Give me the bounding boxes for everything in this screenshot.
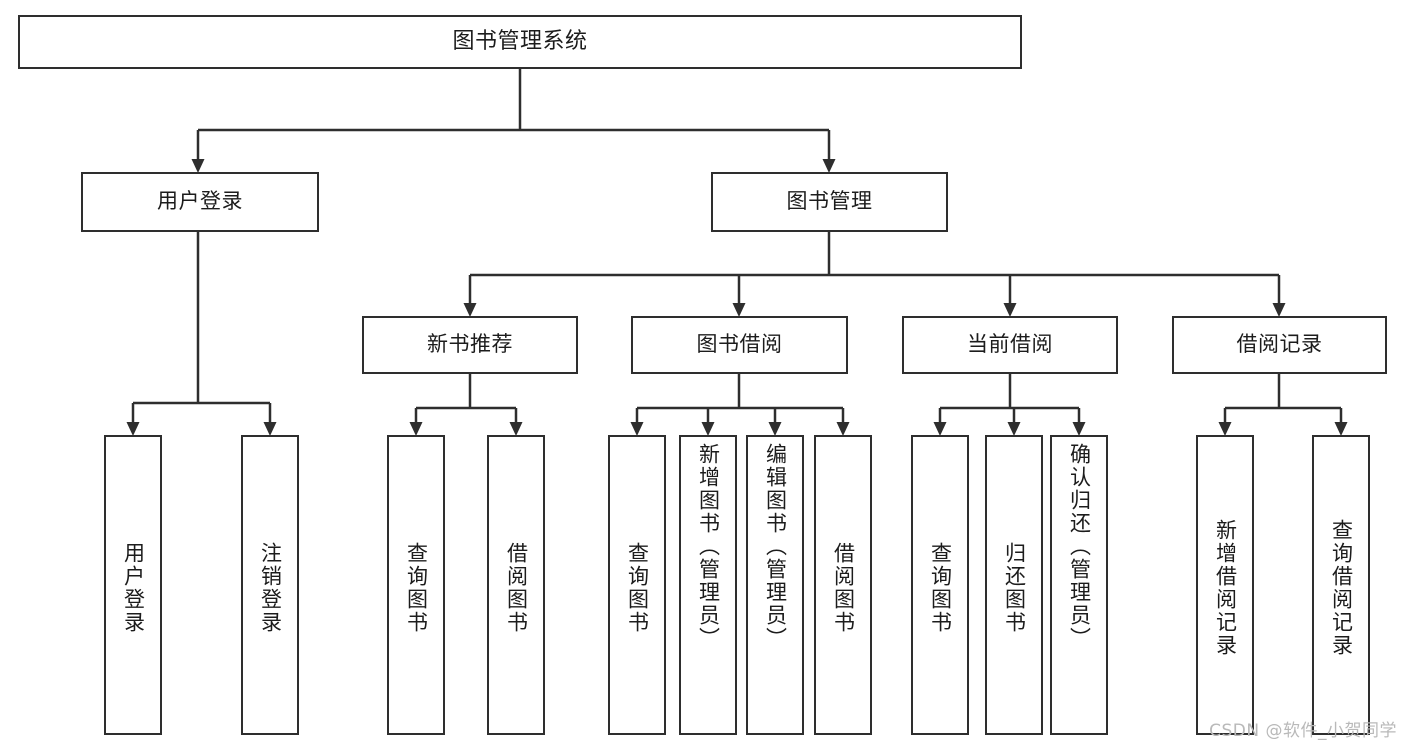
arrow-head-icon: [822, 159, 836, 173]
node-label-current-borrow: 当前借阅: [967, 332, 1053, 357]
node-leaf-confirm-return-admin[interactable]: 确认归还（管理员）: [1050, 435, 1108, 735]
node-leaf-query-borrow-record[interactable]: 查询借阅记录: [1312, 435, 1370, 735]
node-book-borrow[interactable]: 图书借阅: [631, 316, 848, 374]
arrow-head-icon: [836, 422, 850, 436]
node-label-leaf-add-borrow-record: 新增借阅记录: [1213, 519, 1238, 657]
node-label-leaf-logout-login: 注销登录: [258, 542, 283, 634]
node-label-leaf-return-book: 归还图书: [1002, 542, 1027, 634]
node-leaf-add-borrow-record[interactable]: 新增借阅记录: [1196, 435, 1254, 735]
arrow-head-icon: [1272, 303, 1286, 317]
node-label-leaf-confirm-return-admin: 确认归还（管理员）: [1067, 443, 1092, 650]
node-label-root: 图书管理系统: [452, 28, 588, 54]
node-leaf-borrow-book-recommend[interactable]: 借阅图书: [487, 435, 545, 735]
node-label-new-book-recommend: 新书推荐: [427, 332, 513, 357]
node-label-leaf-borrow-book: 借阅图书: [831, 542, 856, 634]
node-borrow-record[interactable]: 借阅记录: [1172, 316, 1387, 374]
node-leaf-borrow-book[interactable]: 借阅图书: [814, 435, 872, 735]
node-book-management[interactable]: 图书管理: [711, 172, 948, 232]
arrow-head-icon: [191, 159, 205, 173]
node-label-leaf-user-login: 用户登录: [121, 542, 146, 634]
node-current-borrow[interactable]: 当前借阅: [902, 316, 1118, 374]
arrow-head-icon: [1218, 422, 1232, 436]
node-label-leaf-borrow-book-recommend: 借阅图书: [504, 542, 529, 634]
arrow-head-icon: [933, 422, 947, 436]
node-root-system[interactable]: 图书管理系统: [18, 15, 1022, 69]
csdn-watermark: CSDN @软件_小贺同学: [1209, 721, 1397, 741]
node-leaf-edit-book-admin[interactable]: 编辑图书（管理员）: [746, 435, 804, 735]
arrow-head-icon: [1007, 422, 1021, 436]
arrow-head-icon: [1072, 422, 1086, 436]
arrow-head-icon: [630, 422, 644, 436]
arrow-head-icon: [126, 422, 140, 436]
node-leaf-query-book-current[interactable]: 查询图书: [911, 435, 969, 735]
arrow-head-icon: [1003, 303, 1017, 317]
node-leaf-add-book-admin[interactable]: 新增图书（管理员）: [679, 435, 737, 735]
arrow-head-icon: [768, 422, 782, 436]
node-leaf-user-login[interactable]: 用户登录: [104, 435, 162, 735]
node-label-book-borrow: 图书借阅: [696, 332, 783, 357]
node-leaf-logout-login[interactable]: 注销登录: [241, 435, 299, 735]
node-label-borrow-record: 借阅记录: [1236, 332, 1323, 357]
arrow-head-icon: [701, 422, 715, 436]
node-label-leaf-query-book-current: 查询图书: [928, 542, 953, 634]
arrow-head-icon: [409, 422, 423, 436]
node-label-leaf-add-book-admin: 新增图书（管理员）: [696, 443, 721, 650]
node-label-leaf-edit-book-admin: 编辑图书（管理员）: [763, 443, 788, 650]
node-label-user-login: 用户登录: [157, 189, 243, 214]
arrow-head-icon: [463, 303, 477, 317]
node-label-leaf-query-borrow-record: 查询借阅记录: [1329, 519, 1354, 657]
arrow-head-icon: [1334, 422, 1348, 436]
node-new-book-recommend[interactable]: 新书推荐: [362, 316, 578, 374]
arrow-head-icon: [732, 303, 746, 317]
node-label-book-management: 图书管理: [786, 189, 873, 214]
node-leaf-query-book-borrow[interactable]: 查询图书: [608, 435, 666, 735]
arrow-head-icon: [263, 422, 277, 436]
node-leaf-query-book-recommend[interactable]: 查询图书: [387, 435, 445, 735]
node-label-leaf-query-book-recommend: 查询图书: [404, 542, 429, 634]
node-user-login[interactable]: 用户登录: [81, 172, 319, 232]
node-label-leaf-query-book-borrow: 查询图书: [625, 542, 650, 634]
arrow-head-icon: [509, 422, 523, 436]
node-leaf-return-book[interactable]: 归还图书: [985, 435, 1043, 735]
